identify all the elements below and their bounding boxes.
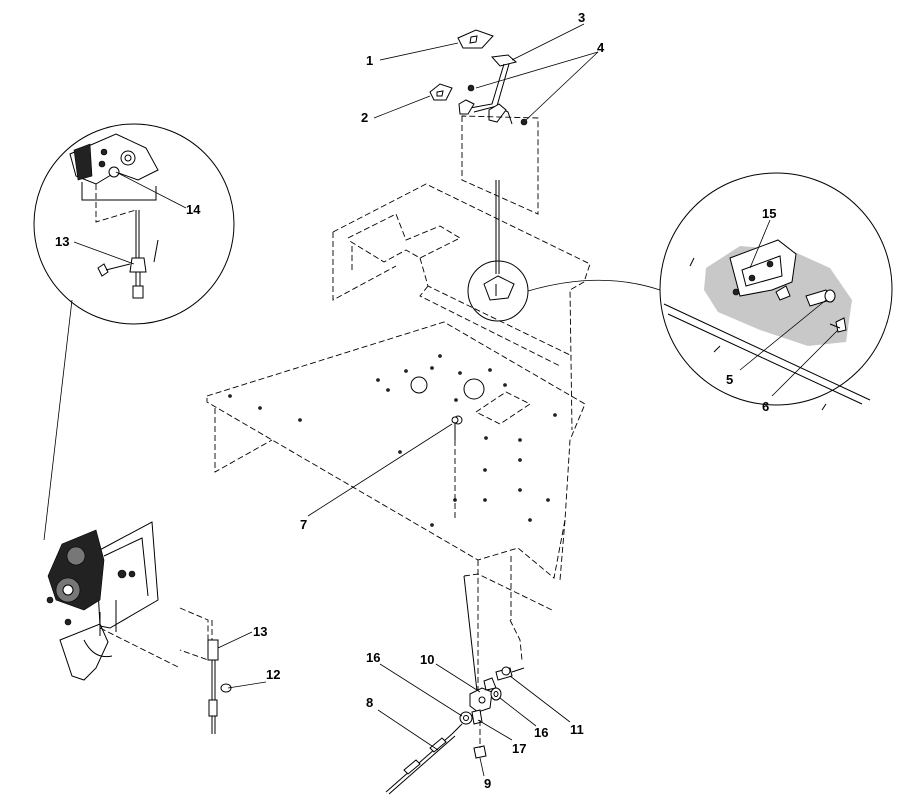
pedal-pad-small [429,83,453,101]
callout-labels: 1 2 3 4 5 6 7 8 9 10 11 12 13 13 14 15 1… [55,10,776,791]
left-cable [207,620,232,734]
pedal-pad-large [457,29,494,49]
clevis-pin [495,666,525,681]
lower-vertical-rod [463,556,523,701]
callout-11: 11 [570,722,584,737]
callout-5: 5 [726,372,733,387]
callout-3: 3 [578,10,585,25]
callout-17: 17 [512,741,526,756]
callout-16-left: 16 [366,650,380,665]
callout-9: 9 [484,776,491,791]
callout-15: 15 [762,206,776,221]
callout-13-lower: 13 [253,624,267,639]
pedal-arm [458,54,528,126]
callout-2: 2 [361,110,368,125]
pedal-rod [461,115,539,274]
nut-9 [473,720,487,759]
detail-circle-right [659,172,893,411]
detail-connector-right [527,279,661,292]
callout-10: 10 [420,652,434,667]
bolt [451,416,459,520]
callout-14: 14 [186,202,201,217]
callout-1: 1 [366,53,373,68]
washer-16-right [490,687,502,701]
control-cable [385,723,463,795]
callout-13-detail: 13 [55,234,69,249]
callout-12: 12 [266,667,280,682]
callout-16-right: 16 [534,725,548,740]
leader-lines [73,23,839,777]
transmission-assembly [46,521,209,681]
detail-marker-circle [467,260,529,322]
upper-floor-bracket [332,183,591,431]
detail-circle-left [33,123,235,325]
callout-6: 6 [762,399,769,414]
callout-8: 8 [366,695,373,710]
callout-4: 4 [597,40,605,55]
callout-7: 7 [300,517,307,532]
nut-16-left [459,711,473,725]
clevis-bracket [469,677,497,713]
connector-line-left [43,299,73,541]
floor-plate [206,321,586,611]
